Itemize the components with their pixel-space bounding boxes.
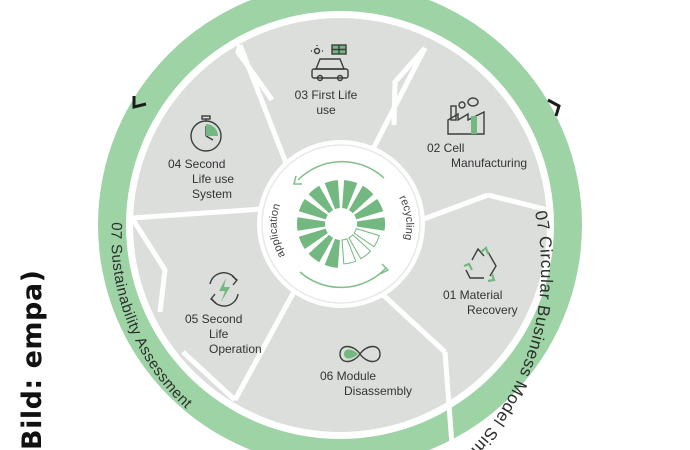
wheel-segment <box>348 234 372 260</box>
segment-label-line: Operation <box>209 342 262 356</box>
wheel-segment <box>324 180 340 210</box>
wheel-segment <box>348 185 374 214</box>
factory-icon <box>447 97 485 135</box>
segment-label-line: Disassembly <box>344 384 412 398</box>
segment-label-line: Recovery <box>467 303 518 317</box>
infinity-icon <box>339 345 381 363</box>
segment-label-line: 02 Cell <box>427 141 464 155</box>
chevron-right-icon <box>547 98 561 117</box>
image-credit: Bild: empa) <box>17 269 48 450</box>
segment-dividers <box>129 44 549 446</box>
segment-label-line: 05 Second <box>185 312 242 326</box>
center-hub-border <box>261 144 421 304</box>
wheel-segment <box>308 234 334 263</box>
wheel-segment <box>354 199 384 220</box>
cycle-arrow-top-head <box>293 175 302 185</box>
recycle-icon <box>463 246 497 283</box>
cycle-arrow-bottom-head <box>379 263 390 275</box>
wheel-hub <box>328 211 354 237</box>
wheel-segment <box>308 185 334 214</box>
segment-label-line: 01 Material <box>443 288 502 302</box>
wheel-segment <box>356 217 386 231</box>
charging-cycle-icon <box>209 272 239 307</box>
chevron-left-icon <box>132 96 147 109</box>
segment-label-line: 03 First Life <box>295 88 358 102</box>
segment-label-line: 06 Module <box>320 369 376 383</box>
cycle-arrow-bottom <box>299 267 387 289</box>
wheel-segment <box>342 180 358 210</box>
segment-label-line: Life <box>209 327 229 341</box>
segment-label-line: Life use <box>192 172 234 186</box>
wheel-segment <box>298 199 328 220</box>
stopwatch-icon <box>190 115 222 152</box>
wheel-segment <box>353 227 380 248</box>
car-solar-icon <box>311 44 349 82</box>
segment-label-line: Manufacturing <box>451 156 527 170</box>
wheel-segment <box>341 238 357 265</box>
segment-label-line: System <box>192 187 232 201</box>
cycle-arrow-top <box>297 160 385 181</box>
wheel-segment <box>298 228 328 249</box>
wheel-segment <box>296 217 326 231</box>
segment-label-line: 04 Second <box>168 157 225 171</box>
battery-wheel-icon <box>296 180 386 268</box>
wheel-segment <box>324 238 340 268</box>
segment-label-line: use <box>316 103 336 117</box>
